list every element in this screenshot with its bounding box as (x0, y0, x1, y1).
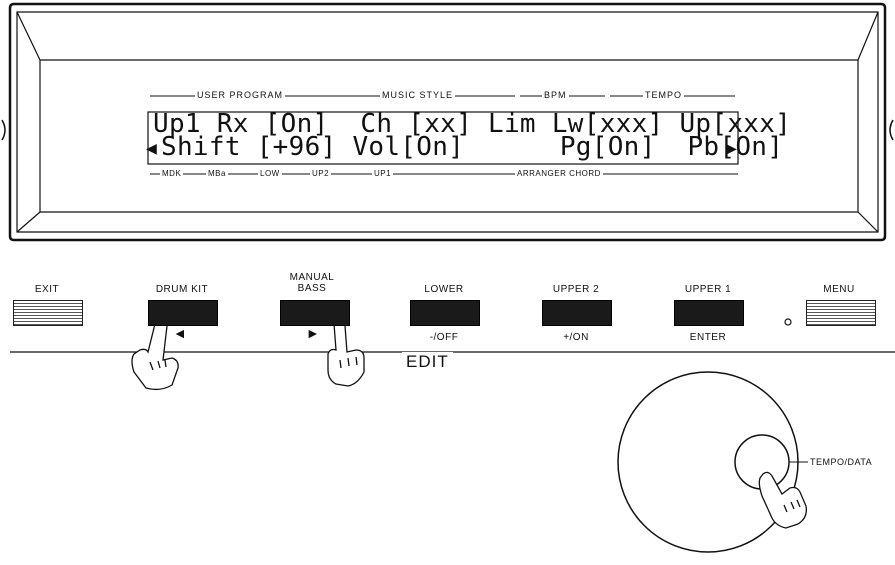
lcd-line-1: Up1 Rx [On] Ch [xx] Lim Lw[xxx] Up[xxx] (153, 109, 792, 139)
upper2-label: UPPER 2 (552, 284, 600, 295)
drum-kit-button[interactable] (148, 300, 218, 326)
lcd-line-2: Shift [+96] Vol[On] Pg[On] Pb[On] (161, 132, 784, 162)
upper1-label: UPPER 1 (684, 284, 732, 295)
left-arrow-icon: ◄ (172, 325, 188, 341)
header-user-program: USER PROGRAM (195, 90, 286, 100)
upper2-sublabel: +/ON (563, 332, 589, 343)
upper1-button[interactable] (674, 300, 744, 326)
tempo-data-dial[interactable] (618, 372, 798, 552)
sublabel-up2: UP2 (310, 169, 332, 178)
menu-label: MENU (823, 284, 855, 295)
sublabel-up1: UP1 (372, 169, 394, 178)
manual-bass-label-line2: BASS (297, 283, 327, 294)
tempo-data-label: TEMPO/DATA (810, 457, 873, 467)
exit-button[interactable] (13, 300, 83, 326)
upper1-sublabel: ENTER (689, 332, 727, 343)
upper2-button[interactable] (542, 300, 612, 326)
header-tempo: TEMPO (643, 90, 685, 100)
lcd-left-arrow: ◀ (146, 138, 158, 159)
right-arrow-icon: ► (305, 325, 321, 341)
lower-button[interactable] (410, 300, 480, 326)
manual-bass-label-line1: MANUAL (289, 272, 335, 283)
menu-button[interactable] (806, 300, 876, 326)
edit-label: EDIT (402, 352, 453, 372)
sublabel-mba: MBa (206, 169, 228, 178)
hand-icon-dial (758, 471, 807, 529)
lower-label: LOWER (424, 284, 464, 295)
header-bpm: BPM (542, 90, 569, 100)
drum-kit-label: DRUM KIT (155, 284, 209, 295)
manual-bass-button[interactable] (280, 300, 350, 326)
sublabel-mdk: MDK (160, 169, 184, 178)
lower-sublabel: -/OFF (429, 332, 459, 343)
exit-label: EXIT (34, 284, 60, 295)
header-music-style: MUSIC STYLE (380, 90, 456, 100)
hand-icon-drum-kit (131, 318, 179, 391)
sublabel-low: LOW (258, 169, 282, 178)
sublabel-arranger-chord: ARRANGER CHORD (515, 169, 603, 178)
lcd-right-arrow: ▶ (726, 138, 738, 159)
hand-icon-manual-bass (327, 317, 365, 387)
